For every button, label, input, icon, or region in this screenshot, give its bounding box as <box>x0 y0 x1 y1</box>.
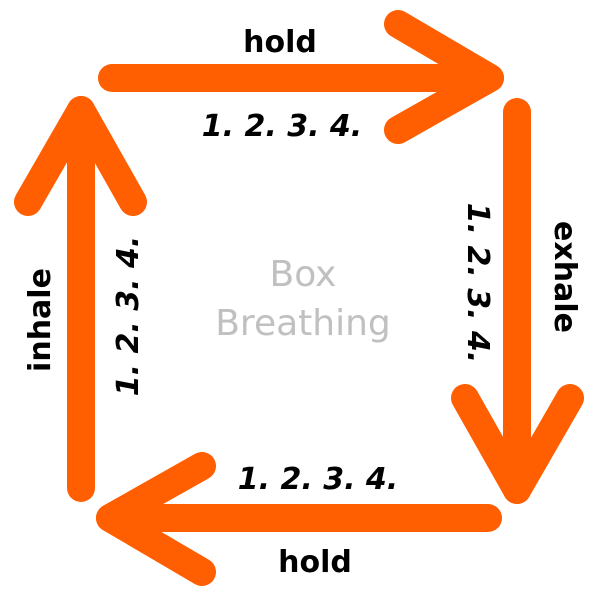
label-right-exhale: exhale <box>547 221 582 333</box>
count-bottom-hold: 1. 2. 3. 4. <box>238 462 398 497</box>
arrow-left-inhale <box>14 96 147 502</box>
label-top-hold: hold <box>243 25 317 60</box>
arrow-top-hold <box>98 10 504 144</box>
count-top-hold: 1. 2. 3. 4. <box>202 109 362 144</box>
count-right-exhale: 1. 2. 3. 4. <box>460 203 495 363</box>
center-title-line1: Box <box>270 254 337 295</box>
label-left-inhale: inhale <box>23 268 58 372</box>
arrow-right-exhale <box>451 98 584 504</box>
count-left-inhale: 1. 2. 3. 4. <box>111 236 146 396</box>
arrow-bottom-hold <box>96 452 502 586</box>
label-bottom-hold: hold <box>278 545 352 580</box>
center-title-line2: Breathing <box>215 303 391 344</box>
